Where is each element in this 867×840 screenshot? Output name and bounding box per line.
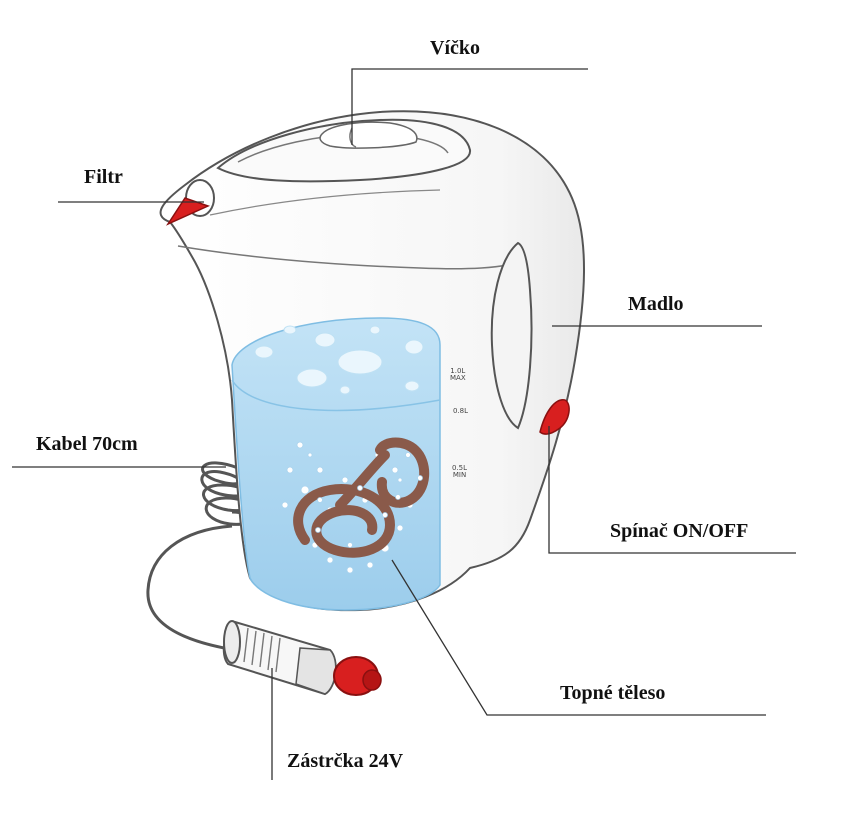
level-mark-max: 1.0L MAX xyxy=(450,368,466,382)
coil-bubbles xyxy=(315,452,423,548)
label-lid: Víčko xyxy=(430,37,480,59)
kettle-lid xyxy=(216,118,471,183)
label-switch: Spínač ON/OFF xyxy=(610,520,749,542)
label-handle: Madlo xyxy=(628,293,684,315)
water xyxy=(231,317,441,611)
heating-coil xyxy=(293,437,430,558)
label-heating-element: Topné těleso xyxy=(560,682,666,704)
leader-heating xyxy=(391,559,766,716)
power-cable xyxy=(146,461,251,652)
level-mark-mid: 0.8L xyxy=(453,407,469,415)
label-plug: Zástrčka 24V xyxy=(287,750,404,772)
handle-grip xyxy=(490,241,533,430)
leader-lid xyxy=(351,68,588,145)
level-mark-min-value: 0.5L xyxy=(452,464,468,472)
label-cable: Kabel 70cm xyxy=(36,433,138,455)
level-mark-min: 0.5L MIN xyxy=(452,465,467,479)
label-filter: Filtr xyxy=(84,166,123,188)
leader-lines xyxy=(12,68,796,780)
level-mark-max-value: 1.0L xyxy=(450,367,466,375)
leader-switch xyxy=(548,426,796,554)
level-mark-max-word: MAX xyxy=(450,374,466,382)
car-plug xyxy=(222,620,382,696)
level-mark-min-word: MIN xyxy=(452,471,467,479)
